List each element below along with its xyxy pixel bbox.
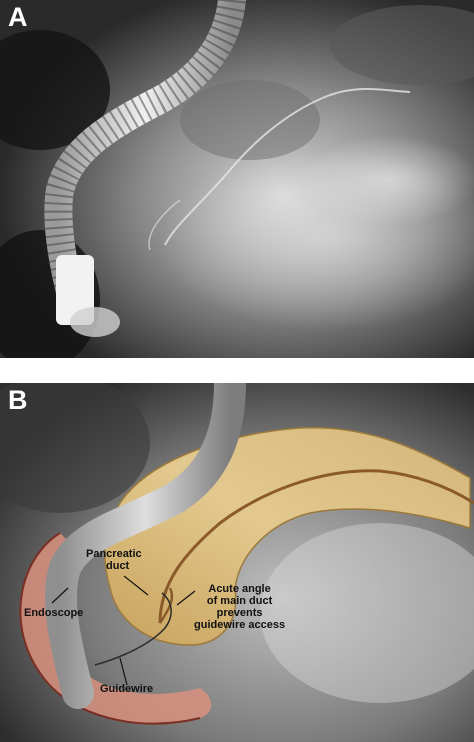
endoscope-label: Endoscope [24, 607, 84, 619]
acute-angle-label: Acute angle of main duct prevents guidew… [194, 583, 286, 631]
fluoroscopy-panel-a: A [0, 0, 474, 358]
pancreatic-duct-label: Pancreatic duct [86, 548, 142, 572]
guidewire-label: Guidewire [100, 683, 154, 695]
endoscope-leader [51, 587, 69, 604]
guidewire-leader [119, 657, 128, 686]
panel-a-letter: A [8, 2, 28, 32]
fluoroscopy-image [0, 0, 474, 358]
illustration-panel-b: B Pancreatic duct Endoscope Guidewire Ac… [0, 383, 474, 742]
panel-b-letter: B [8, 385, 28, 415]
pancreatic-duct-leader [123, 575, 149, 596]
acute-angle-leader [176, 590, 196, 606]
anatomy-illustration [0, 383, 474, 742]
